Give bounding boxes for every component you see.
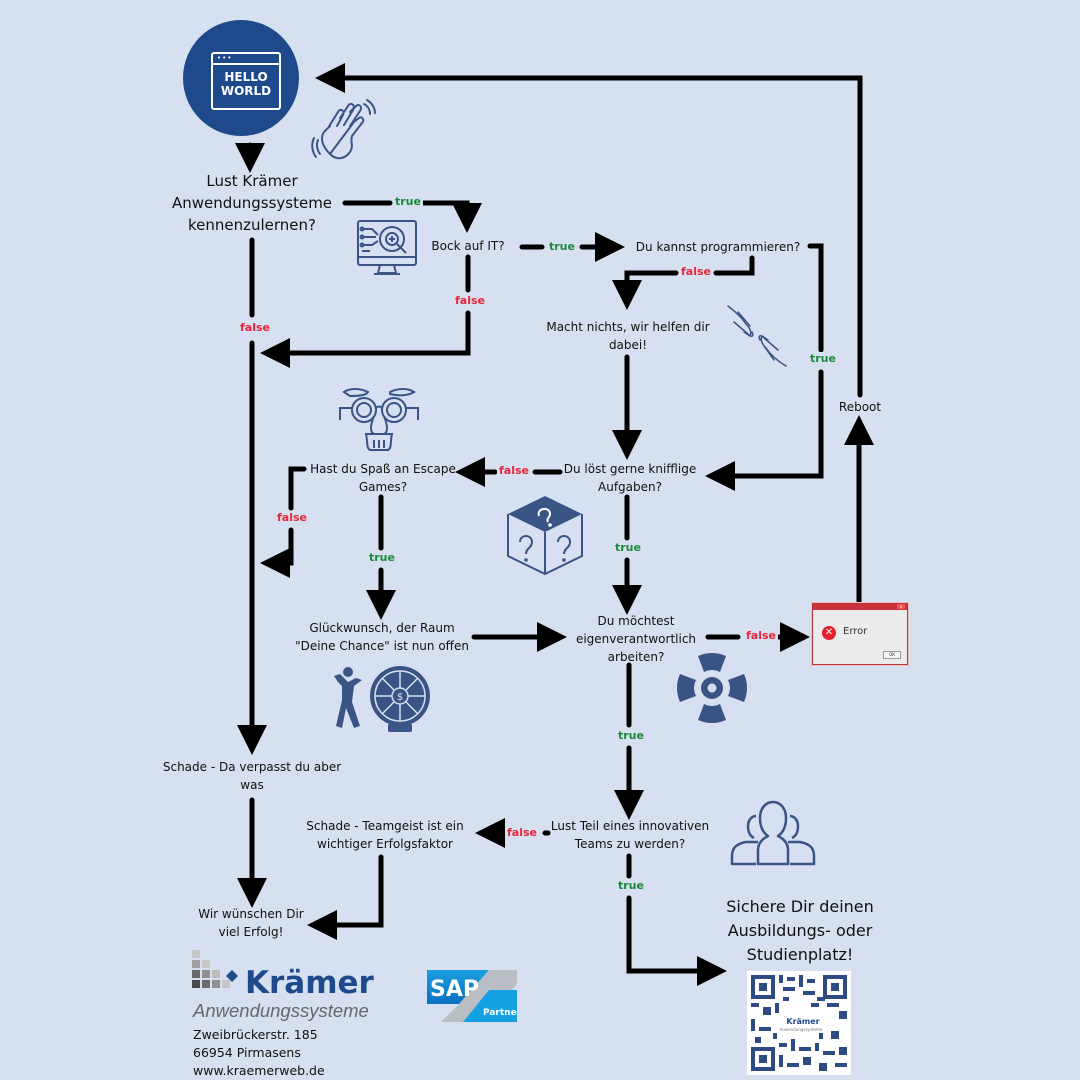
edge-label-true: true <box>808 352 838 365</box>
help-message: Macht nichts, wir helfen dir dabei! <box>540 318 716 354</box>
kraemer-logo-mark <box>192 950 238 988</box>
hello-world-start: ••• HELLO WORLD <box>183 20 299 136</box>
cta-heading: Sichere Dir deinen Ausbildungs- oder Stu… <box>705 895 895 967</box>
edge-reboot-start <box>315 63 863 398</box>
qr-code-pattern: Krämer Anwendungssysteme <box>751 975 847 1071</box>
edge-label-true: true <box>393 195 423 208</box>
teamgeist-line1: Schade - Teamgeist ist ein <box>306 819 464 833</box>
website-link[interactable]: www.kraemerweb.de <box>193 1063 325 1078</box>
help-line1: Macht nichts, wir helfen dir <box>546 320 710 334</box>
q7-line2: Teams zu werden? <box>574 837 686 851</box>
address-city: 66954 Pirmasens <box>193 1045 301 1060</box>
edge-q3-true-a <box>807 243 824 353</box>
skills-gear-icon <box>676 652 748 724</box>
question-eigenverantwortlich: Du möchtest eigenverantwortlich arbeiten… <box>568 612 704 666</box>
waving-hand-icon <box>311 99 376 160</box>
edge-q2-false-b <box>260 310 471 368</box>
edge-q3-true-b <box>705 369 824 491</box>
error-text: Error <box>843 626 868 637</box>
q4-line2: Aufgaben? <box>598 480 662 494</box>
cta-line1: Sichere Dir deinen <box>726 897 874 916</box>
edge-q7-true-b <box>626 895 727 986</box>
question-programmieren: Du kannst programmieren? <box>635 240 801 254</box>
q6-line3: arbeiten? <box>607 650 665 664</box>
q6-line1: Du möchtest <box>597 614 675 628</box>
edge-q1-q2-b <box>420 200 482 233</box>
edge-label-false: false <box>238 321 272 334</box>
question-knifflige-aufgaben: Du löst gerne knifflige Aufgaben? <box>555 460 705 496</box>
teamgeist-line2: wichtiger Erfolgsfaktor <box>317 837 453 851</box>
edge-label-true: true <box>547 240 577 253</box>
edge-label-false: false <box>453 294 487 307</box>
cta-line3: Studienplatz! <box>746 945 854 964</box>
qr-logo-text: Krämer <box>786 1017 819 1026</box>
q4-line1: Du löst gerne knifflige <box>563 462 697 476</box>
edge-label-true: true <box>367 551 397 564</box>
q5-line1: Hast du Spaß an Escape <box>310 462 456 476</box>
sap-partner-logo: SAP Partner <box>427 970 517 1022</box>
edge-label-false: false <box>275 511 309 524</box>
error-icon: ✕ <box>822 626 836 640</box>
world-text: WORLD <box>220 84 272 98</box>
miss-line1: Schade - Da verpasst du aber <box>162 760 342 774</box>
edge-label-true: true <box>616 879 646 892</box>
question-innovatives-team: Lust Teil eines innovativen Teams zu wer… <box>548 817 712 853</box>
cta-line2: Ausbildungs- oder <box>727 921 873 940</box>
question-escape-games: Hast du Spaß an Escape Games? <box>300 460 466 496</box>
team-people-icon <box>730 800 816 866</box>
helping-hands-icon <box>727 305 787 367</box>
wish-line2: viel Erfolg! <box>218 925 284 939</box>
q5-line2: Games? <box>358 480 408 494</box>
edge-label-true: true <box>613 541 643 554</box>
edge-label-false: false <box>497 464 531 477</box>
question-kennenlernen: Lust Krämer Anwendungssysteme kennenzule… <box>150 170 354 236</box>
edge-label-true: true <box>616 729 646 742</box>
error-dialog: × ✕ Error OK <box>812 603 908 665</box>
svg-text:$: $ <box>397 692 403 703</box>
kraemer-logo-sub: Anwendungssysteme <box>193 1000 369 1021</box>
disguise-glasses-icon <box>339 388 419 451</box>
address-street: Zweibrückerstr. 185 <box>193 1027 318 1042</box>
edge-label-false: false <box>679 265 713 278</box>
sap-text: SAP <box>430 977 479 1002</box>
wish-message: Wir wünschen Dir viel Erfolg! <box>186 905 316 941</box>
edge-label-false: false <box>744 629 778 642</box>
congrats-line2: "Deine Chance" ist nun offen <box>295 639 469 653</box>
reboot-label: Reboot <box>838 400 882 414</box>
mystery-box-icon <box>507 496 583 576</box>
sap-partner-text: Partner <box>483 1008 517 1018</box>
wish-line1: Wir wünschen Dir <box>198 907 304 921</box>
qr-code[interactable]: Krämer Anwendungssysteme <box>747 971 851 1075</box>
miss-line2: was <box>240 778 264 792</box>
congrats-line1: Glückwunsch, der Raum <box>309 621 455 635</box>
edge-teamgeist-wish <box>307 854 384 940</box>
qr-logo-sub: Anwendungssysteme <box>780 1027 823 1032</box>
q6-line2: eigenverantwortlich <box>575 632 697 646</box>
error-ok-button: OK <box>883 651 901 659</box>
q1-line3: kennenzulernen? <box>187 216 316 234</box>
edge-q5-false-a <box>288 466 307 511</box>
q1-line2: Anwendungssysteme <box>171 194 333 212</box>
monitor-gear-search-icon <box>357 220 417 275</box>
help-line2: dabei! <box>608 338 648 352</box>
edge-label-false: false <box>505 826 539 839</box>
miss-message: Schade - Da verpasst du aber was <box>155 758 349 794</box>
company-address: Zweibrückerstr. 185 66954 Pirmasens www.… <box>193 1026 325 1080</box>
hello-text: HELLO <box>224 70 268 84</box>
edge-q5-false-b <box>260 527 294 578</box>
kraemer-logo-name: Krämer <box>245 965 374 1001</box>
browser-window-icon: ••• HELLO WORLD <box>211 52 281 110</box>
q1-line1: Lust Krämer <box>206 172 298 190</box>
edge-q3-false-a <box>713 255 755 276</box>
error-title-bar: × <box>813 604 907 610</box>
congrats-message: Glückwunsch, der Raum "Deine Chance" ist… <box>288 619 476 655</box>
teamgeist-message: Schade - Teamgeist ist ein wichtiger Erf… <box>300 817 470 853</box>
question-bock-auf-it: Bock auf IT? <box>431 239 505 253</box>
prize-wheel-icon: $ <box>334 666 430 732</box>
q7-line1: Lust Teil eines innovativen <box>550 819 710 833</box>
edge-q3-false-b <box>612 270 679 310</box>
close-icon: × <box>897 604 905 609</box>
